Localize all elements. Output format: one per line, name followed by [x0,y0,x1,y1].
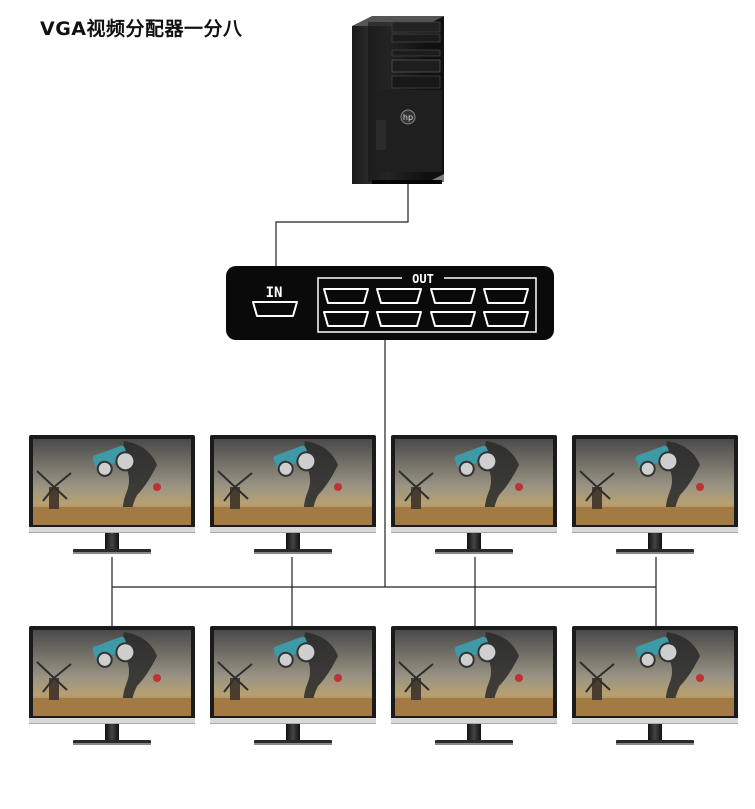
monitor-icon [390,434,558,555]
in-label: IN [266,285,283,301]
cable-pc-to-splitter [275,184,409,268]
hp-logo: hp [403,113,413,122]
out-label: OUT [412,272,434,286]
monitor-icon [28,625,196,746]
monitor-icon [209,434,377,555]
monitor-icon [571,625,739,746]
monitor-icon [28,434,196,555]
diagram-title: VGA视频分配器一分八 [40,18,243,40]
monitor-icon [571,434,739,555]
vga-splitter: IN OUT [226,266,554,340]
monitor-icon [390,625,558,746]
monitor-icon [209,625,377,746]
distribution-cables [111,340,657,627]
pc-tower-icon: hp [352,16,444,184]
